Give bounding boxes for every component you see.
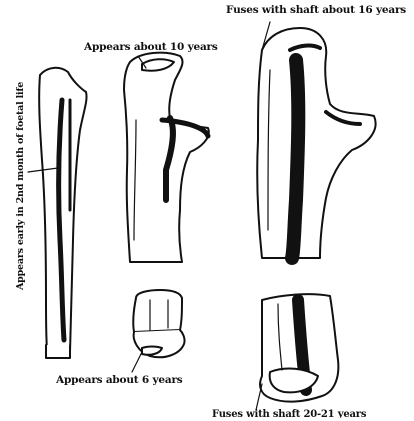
label-fuses-16-years: Fuses with shaft about 16 years bbox=[226, 4, 406, 16]
ulna-upper-10yr bbox=[124, 53, 209, 262]
label-appears-foetal-life: Appears early in 2nd month of foetal lif… bbox=[15, 82, 26, 290]
long-bone-shaft-left bbox=[28, 68, 87, 358]
label-fuses-20-21-years: Fuses with shaft 20-21 years bbox=[212, 408, 366, 418]
radius-distal-6yr bbox=[132, 290, 185, 372]
humerus-head-16yr bbox=[257, 22, 375, 258]
humerus-distal-20yr bbox=[256, 294, 338, 410]
label-appears-10-years: Appears about 10 years bbox=[84, 41, 218, 53]
label-appears-6-years: Appears about 6 years bbox=[56, 374, 183, 386]
